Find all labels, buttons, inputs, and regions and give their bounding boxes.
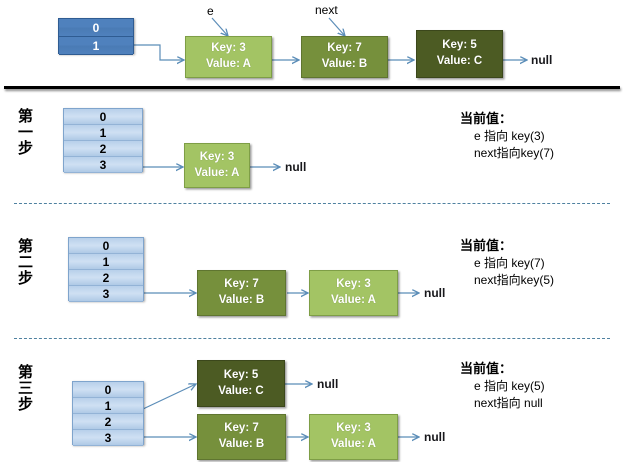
node-value-text: Value: B [321, 58, 368, 70]
step3-node-key5: Key: 5 Value: C [197, 360, 285, 407]
panel-line: next指向 null [474, 396, 543, 410]
bucket-cell: 1 [64, 125, 142, 141]
step1-annotation-panel: 当前值： e 指向 key(3) next指向key(7) [460, 108, 554, 161]
panel-line: e 指向 key(5) [474, 379, 545, 393]
arrow-step3-bucket1-to-key5 [142, 384, 196, 410]
node-value-text: Value: A [331, 438, 376, 450]
step1-bucket-table: 0 1 2 3 [63, 108, 143, 173]
node-key5-top: Key: 5 Value: C [416, 30, 503, 78]
bucket-cell: 2 [69, 270, 143, 286]
node-key7-top: Key: 7 Value: B [301, 36, 388, 78]
step-label-1: 第一步 [16, 108, 33, 156]
panel-title: 当前值： [460, 361, 513, 376]
step3-node-key3: Key: 3 Value: A [309, 414, 398, 460]
arrow-top-bucket-to-node1 [133, 44, 184, 60]
step-label-3: 第三步 [16, 364, 33, 412]
node-key-text: Key: 3 [211, 42, 246, 55]
bucket-cell: 0 [69, 238, 143, 254]
step3-upper-null-label: null [317, 377, 339, 391]
bucket-cell: 1 [59, 37, 133, 55]
node-key3-top: Key: 3 Value: A [185, 36, 272, 78]
step1-null-label: null [285, 160, 307, 174]
arrow-pointer-e [211, 17, 228, 36]
top-bucket-table: 0 1 [58, 18, 134, 55]
node-key-text: Key: 3 [336, 422, 371, 435]
node-key-text: Key: 7 [224, 422, 259, 435]
bucket-cell: 1 [69, 254, 143, 270]
node-value-text: Value: B [218, 294, 265, 306]
bucket-cell: 1 [73, 398, 143, 414]
null-label-top: null [531, 53, 553, 67]
node-value-text: Value: C [436, 55, 483, 67]
step2-node-key3: Key: 3 Value: A [309, 270, 398, 316]
node-value-text: Value: B [218, 438, 265, 450]
panel-title: 当前值： [460, 111, 513, 126]
node-key-text: Key: 3 [199, 150, 235, 163]
panel-line: next指向key(7) [474, 146, 555, 160]
step2-bucket-table: 0 1 2 3 [68, 237, 144, 302]
step3-node-key7: Key: 7 Value: B [197, 414, 286, 460]
step3-lower-null-label: null [424, 430, 446, 444]
node-key-text: Key: 5 [223, 368, 259, 381]
node-value-text: Value: A [206, 58, 251, 70]
node-key-text: Key: 3 [336, 278, 371, 291]
node-key-text: Key: 5 [442, 39, 477, 52]
bucket-cell: 2 [64, 141, 142, 157]
panel-title: 当前值： [460, 238, 513, 253]
section-divider-dashed-1 [14, 203, 610, 204]
bucket-cell: 3 [64, 157, 142, 173]
node-value-text: Value: A [194, 166, 240, 179]
step2-annotation-panel: 当前值： e 指向 key(7) next指向key(5) [460, 235, 554, 288]
bucket-cell: 0 [64, 109, 142, 125]
panel-line: e 指向 key(7) [474, 256, 545, 270]
pointer-label-next: next [315, 3, 338, 17]
step-label-2: 第二步 [16, 238, 33, 286]
bucket-cell: 2 [73, 414, 143, 430]
bucket-cell: 3 [69, 286, 143, 302]
panel-line: next指向key(5) [474, 273, 555, 287]
arrow-pointer-next [328, 17, 345, 36]
node-key-text: Key: 7 [224, 278, 259, 291]
node-value-text: Value: C [218, 384, 264, 397]
panel-line: e 指向 key(3) [474, 129, 545, 143]
step2-node-key7: Key: 7 Value: B [197, 270, 286, 316]
node-key-text: Key: 7 [327, 42, 362, 55]
bucket-cell: 3 [73, 430, 143, 446]
section-divider-dashed-2 [14, 338, 610, 339]
section-divider-solid [4, 86, 620, 89]
step3-annotation-panel: 当前值： e 指向 key(5) next指向 null [460, 358, 545, 411]
bucket-cell: 0 [73, 382, 143, 398]
pointer-label-e: e [207, 4, 214, 18]
step2-null-label: null [424, 286, 446, 300]
step1-node-key3: Key: 3 Value: A [184, 143, 250, 188]
bucket-cell: 0 [59, 19, 133, 37]
node-value-text: Value: A [331, 294, 376, 306]
step3-bucket-table: 0 1 2 3 [72, 381, 144, 446]
